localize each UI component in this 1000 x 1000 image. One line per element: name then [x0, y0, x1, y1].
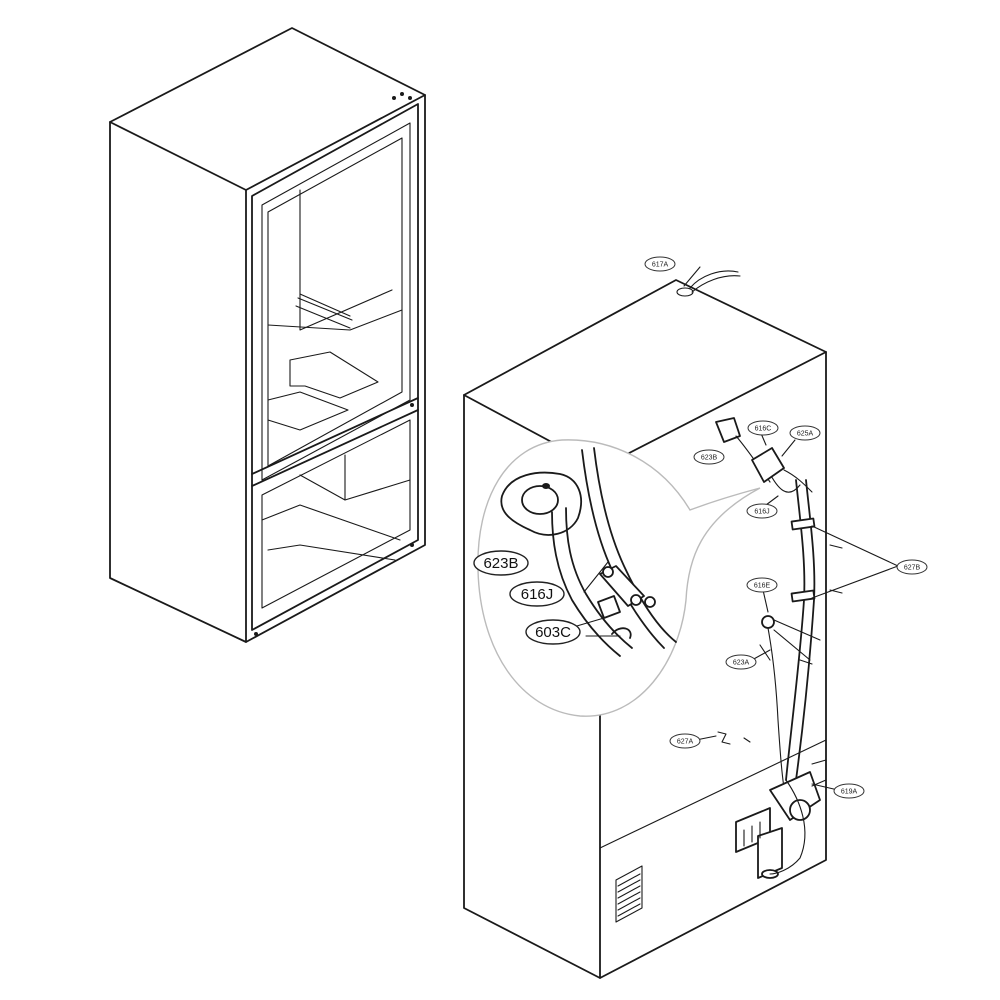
vent-grille [615, 865, 643, 923]
svg-text:619A: 619A [841, 789, 858, 796]
svg-text:623B: 623B [483, 555, 518, 572]
callout-619A: 619A [833, 783, 865, 799]
callout-623B-small: 623B [693, 449, 725, 465]
detail-bubble [477, 439, 761, 717]
callout-627B: 627B [896, 559, 928, 575]
svg-text:616E: 616E [754, 583, 771, 590]
svg-text:617A: 617A [652, 262, 669, 269]
svg-text:623B: 623B [701, 455, 718, 462]
callout-617A: 617A [644, 256, 676, 272]
svg-text:625A: 625A [797, 431, 814, 438]
svg-text:616J: 616J [521, 586, 554, 603]
callout-616E: 616E [746, 577, 778, 593]
callout-627A: 627A [669, 733, 701, 749]
callout-623A: 623A [725, 654, 757, 670]
svg-text:616J: 616J [754, 509, 769, 516]
callout-625A: 625A [789, 425, 821, 441]
callout-616J-small: 616J [746, 503, 778, 519]
svg-text:627B: 627B [904, 565, 921, 572]
callout-616C: 616C [747, 420, 779, 436]
svg-text:623A: 623A [733, 660, 750, 667]
water-valve-assembly [735, 759, 827, 879]
svg-text:627A: 627A [677, 739, 694, 746]
svg-text:603C: 603C [535, 624, 571, 641]
callout-616J-detail: 616J [509, 581, 565, 607]
callout-603C-detail: 603C [525, 619, 581, 645]
cabinet-front-view [109, 27, 426, 643]
svg-text:616C: 616C [755, 426, 772, 433]
callout-623B-detail: 623B [473, 550, 529, 576]
